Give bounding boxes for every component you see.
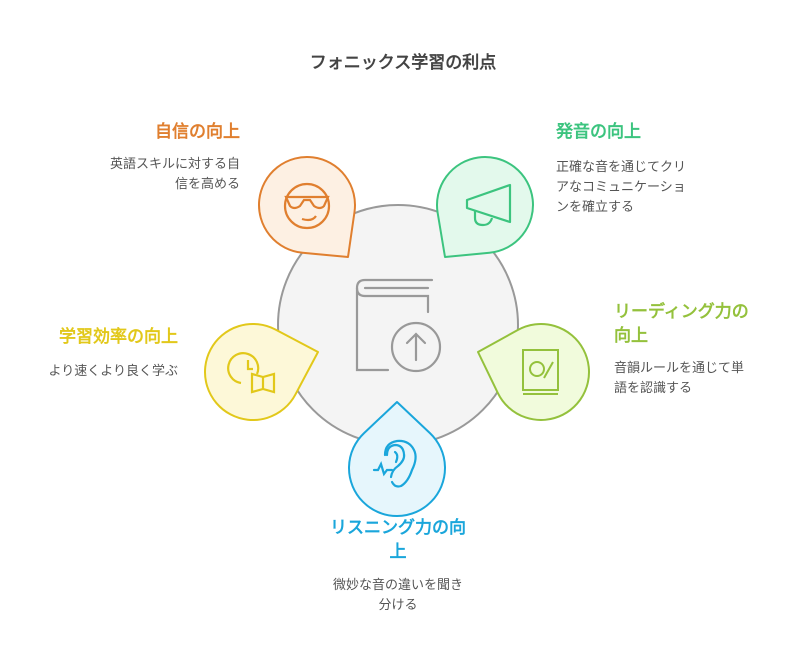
desc-pronunciation: 正確な音を通じてクリ アなコミュニケーショ ンを確立する [556, 158, 686, 218]
desc-line: 信を高める [174, 177, 240, 192]
heading-line: 向上 [614, 326, 648, 346]
heading-line: リスニング力の向 [330, 518, 466, 538]
desc-efficiency: より速くより良く学ぶ [0, 362, 178, 382]
desc-confidence: 英語スキルに対する自 信を高める [60, 155, 240, 195]
art-book-icon [522, 349, 559, 395]
ear-icon [372, 439, 417, 488]
heading-line: 上 [389, 542, 407, 562]
teardrop-reading [477, 323, 590, 421]
teardrop-pronunciation [436, 156, 534, 258]
desc-line: 微妙な音の違いを聞き [332, 578, 463, 593]
desc-listening: 微妙な音の違いを聞き 分ける [298, 576, 498, 616]
diagram-title: フォニックス学習の利点 [309, 53, 497, 73]
desc-reading: 音韻ルールを通じて単 語を認識する [614, 359, 744, 399]
teardrop-confidence [258, 156, 356, 258]
desc-line: より速くより良く学ぶ [48, 364, 178, 379]
desc-line: 音韻ルールを通じて単 [614, 361, 745, 376]
heading-listening: リスニング力の向 上 [298, 516, 498, 564]
clock-book-icon [227, 352, 276, 394]
desc-line: 英語スキルに対する自 [109, 157, 240, 172]
sunglasses-face-icon [283, 182, 331, 230]
heading-pronunciation: 発音の向上 [556, 122, 641, 142]
heading-confidence: 自信の向上 [155, 122, 240, 142]
book-upload-icon [355, 278, 442, 373]
teardrop-efficiency [204, 323, 319, 421]
megaphone-icon [465, 183, 512, 227]
desc-line: 語を認識する [614, 381, 693, 396]
desc-line: アなコミュニケーショ [556, 180, 686, 195]
heading-reading: リーディング力の 向上 [614, 300, 749, 348]
desc-line: 分ける [378, 598, 418, 613]
desc-line: 正確な音を通じてクリ [556, 160, 687, 175]
desc-line: ンを確立する [556, 200, 635, 215]
heading-line: リーディング力の [614, 302, 749, 322]
heading-efficiency: 学習効率の向上 [59, 327, 178, 347]
